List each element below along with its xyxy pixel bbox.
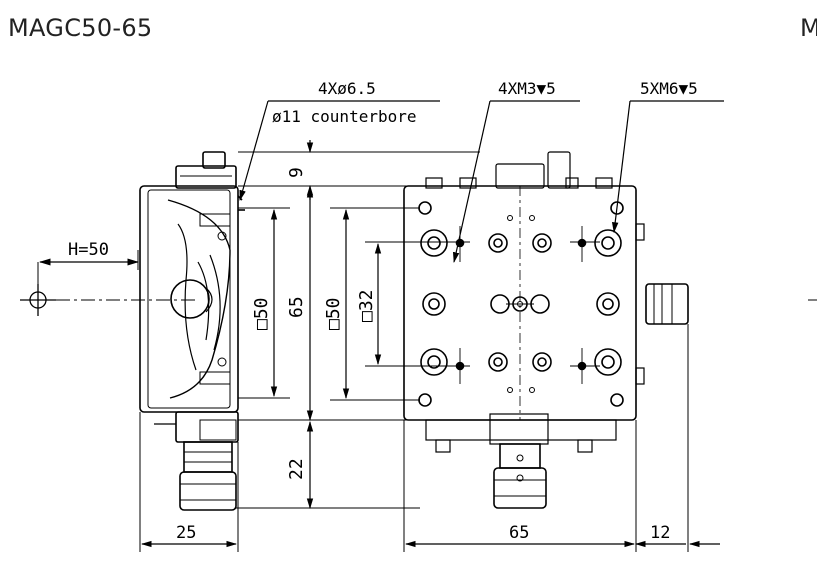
- side-view: [139, 151, 245, 511]
- m6-holes: [420, 229, 622, 376]
- front-top-block: [495, 163, 545, 189]
- callout-leaders: [239, 100, 724, 264]
- dim-square32-label: □32: [356, 289, 377, 322]
- side-top-screw: [202, 151, 226, 169]
- callout-mount-holes-line2: ø11 counterbore: [272, 107, 417, 126]
- dim-22-label: 22: [286, 458, 307, 480]
- side-bottom-knob: [183, 441, 233, 473]
- dim-65-horizontal-label: 65: [509, 523, 529, 543]
- right-knob: [645, 283, 689, 325]
- callout-m3-holes: 4XM3▼5: [498, 79, 556, 98]
- side-dimensions: [139, 140, 480, 552]
- side-bottom-block: [175, 411, 239, 443]
- dim-9-label: 9: [286, 167, 307, 178]
- front-view: [368, 151, 689, 509]
- dim-12-label: 12: [650, 523, 670, 543]
- model-title-cropped: M: [800, 14, 817, 42]
- side-knob: [170, 279, 210, 319]
- side-body: [139, 185, 239, 413]
- side-top-block: [175, 165, 237, 189]
- callout-mount-holes-line1: 4Xø6.5: [318, 79, 376, 98]
- callout-m6-holes: 5XM6▼5: [640, 79, 698, 98]
- dim-square50-side-label: □50: [251, 297, 272, 330]
- dim-h50-label: H=50: [68, 240, 109, 260]
- dim-25-label: 25: [176, 523, 196, 543]
- front-bottom-knob: [499, 443, 541, 469]
- dim-65-vertical-label: 65: [286, 296, 307, 318]
- front-dimensions: [403, 324, 720, 552]
- model-title: MAGC50-65: [8, 14, 153, 42]
- h-reference: [20, 250, 195, 316]
- dim-square50-front-label: □50: [323, 297, 344, 330]
